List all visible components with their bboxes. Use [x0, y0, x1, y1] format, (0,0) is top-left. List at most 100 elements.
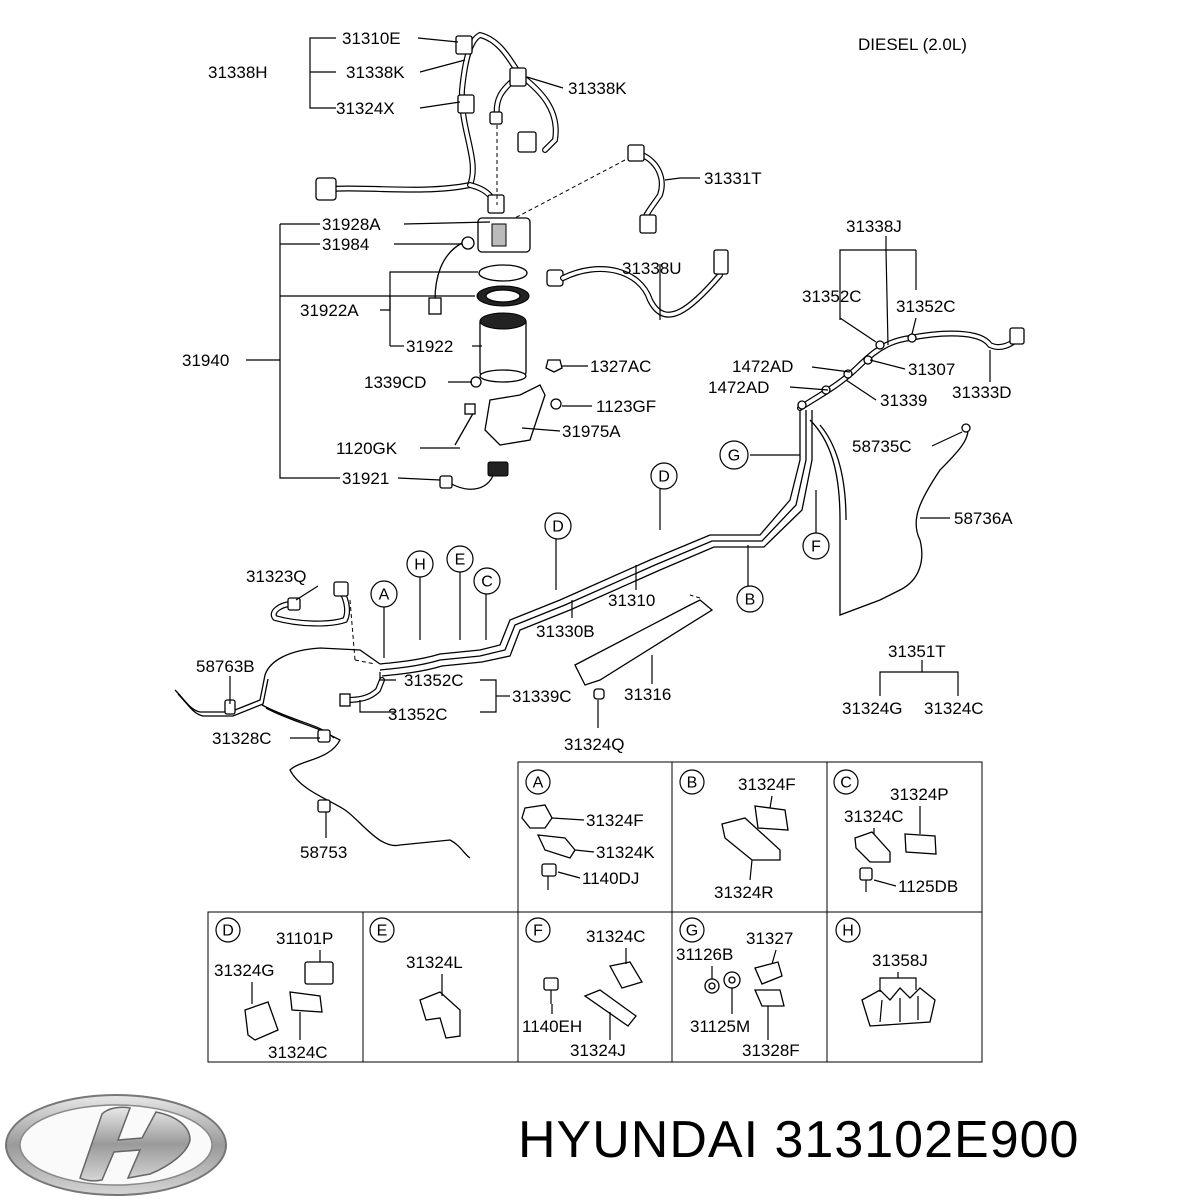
svg-text:H: H: [842, 923, 854, 940]
label-31324Q: 31324Q: [564, 735, 625, 754]
label-31352C-d: 31352C: [388, 705, 448, 724]
label-31352C-b: 31352C: [896, 297, 956, 316]
label-31338K-b: 31338K: [568, 79, 627, 98]
svg-text:F: F: [811, 539, 821, 556]
label-1120GK: 1120GK: [336, 439, 398, 458]
hose-31331T: [627, 144, 665, 234]
part-number: 313102E900: [774, 1111, 1080, 1169]
svg-text:31324L: 31324L: [406, 953, 463, 972]
callout-D-1: D: [650, 462, 678, 490]
svg-text:G: G: [728, 448, 740, 465]
label-31338K-a: 31338K: [346, 63, 405, 82]
bracket-31316: [574, 594, 714, 700]
label-1123GF: 1123GF: [596, 397, 656, 416]
svg-text:31324G: 31324G: [214, 961, 275, 980]
label-31323Q: 31323Q: [246, 567, 307, 586]
footer-brand-text: HYUNDAI 313102E900: [518, 1110, 1079, 1170]
label-31330B: 31330B: [536, 622, 595, 641]
label-31324X: 31324X: [336, 99, 395, 118]
callout-C: C: [473, 567, 501, 595]
callout-F: F: [802, 532, 830, 560]
label-1472AD-b: 1472AD: [708, 378, 769, 397]
label-31310: 31310: [608, 591, 655, 610]
detail-box-A: A 31324F 31324K 1140DJ: [521, 769, 655, 890]
main-fuel-lines: [379, 400, 971, 677]
detail-box-B: B 31324F 31324R: [679, 769, 796, 902]
svg-text:1140DJ: 1140DJ: [582, 869, 639, 888]
svg-text:B: B: [745, 592, 756, 609]
callout-D-2: D: [544, 512, 572, 540]
svg-text:31101P: 31101P: [276, 929, 333, 948]
label-31338H: 31338H: [208, 63, 268, 82]
detail-box-D: D 31101P 31324G 31324C: [214, 917, 334, 1062]
label-31328C: 31328C: [212, 729, 272, 748]
detail-box-grid: [207, 761, 983, 1063]
svg-text:C: C: [481, 574, 493, 591]
callout-G: G: [719, 440, 749, 470]
label-31984: 31984: [322, 235, 369, 254]
hyundai-logo-icon: [5, 1094, 227, 1196]
svg-text:A: A: [533, 775, 544, 792]
leader-lines: [229, 37, 991, 838]
callout-A: A: [370, 580, 398, 608]
svg-text:31324J: 31324J: [570, 1041, 626, 1060]
label-1472AD-a: 1472AD: [732, 357, 793, 376]
svg-text:C: C: [840, 775, 852, 792]
label-31351T: 31351T: [888, 642, 946, 661]
detail-box-H: H 31358J: [835, 917, 936, 1027]
label-31316: 31316: [624, 685, 671, 704]
label-31339: 31339: [880, 391, 927, 410]
label-31339C: 31339C: [512, 687, 572, 706]
label-31922: 31922: [406, 337, 453, 356]
svg-text:31327: 31327: [746, 929, 793, 948]
svg-text:F: F: [533, 923, 543, 940]
label-31922A: 31922A: [300, 301, 359, 320]
detail-box-E: E 31324L: [369, 917, 463, 1039]
svg-text:31324C: 31324C: [844, 807, 904, 826]
detail-box-C: C 31324P 31324C 1125DB: [833, 769, 958, 896]
svg-text:E: E: [377, 923, 388, 940]
svg-text:31328F: 31328F: [742, 1041, 800, 1060]
svg-text:D: D: [552, 519, 564, 536]
svg-text:G: G: [686, 923, 698, 940]
svg-text:1125DB: 1125DB: [898, 877, 958, 896]
svg-text:H: H: [414, 557, 426, 574]
detail-box-G: G 31126B 31327 31125M 31328F: [676, 917, 800, 1060]
label-31310E: 31310E: [342, 29, 401, 48]
svg-text:31125M: 31125M: [690, 1017, 750, 1036]
svg-text:31324P: 31324P: [890, 785, 949, 804]
callout-markers: G D D F B H E C A: [370, 440, 830, 613]
svg-text:31358J: 31358J: [872, 951, 928, 970]
label-31352C-a: 31352C: [802, 287, 862, 306]
svg-text:E: E: [455, 552, 466, 569]
svg-text:31324F: 31324F: [586, 811, 644, 830]
label-31324C: 31324C: [924, 699, 984, 718]
svg-text:31324F: 31324F: [738, 775, 796, 794]
callout-H: H: [406, 550, 434, 578]
label-31331T: 31331T: [704, 169, 762, 188]
label-1339CD: 1339CD: [364, 373, 426, 392]
label-31333D: 31333D: [952, 383, 1012, 402]
label-58736A: 58736A: [954, 509, 1013, 528]
label-31324G: 31324G: [842, 699, 903, 718]
detail-box-F: F 31324C 1140EH 31324J: [522, 917, 646, 1060]
svg-text:D: D: [222, 923, 234, 940]
return-hose-assembly: [315, 31, 559, 214]
label-31307: 31307: [908, 360, 955, 379]
svg-text:1140EH: 1140EH: [522, 1017, 582, 1036]
fuel-filter-assembly: [428, 217, 729, 490]
label-31338U: 31338U: [622, 259, 682, 278]
part-labels: 31310E 31338H 31338K 31324X 31338K 31331…: [182, 29, 1013, 862]
svg-text:31126B: 31126B: [676, 945, 733, 964]
engine-label: DIESEL (2.0L): [858, 35, 967, 54]
label-31940: 31940: [182, 351, 229, 370]
svg-text:31324R: 31324R: [714, 883, 774, 902]
svg-text:31324K: 31324K: [596, 843, 655, 862]
label-31928A: 31928A: [322, 215, 381, 234]
label-31975A: 31975A: [562, 422, 621, 441]
label-31338J: 31338J: [846, 217, 902, 236]
label-58753: 58753: [300, 843, 347, 862]
svg-text:B: B: [687, 775, 698, 792]
lower-left-lines: [174, 581, 471, 859]
